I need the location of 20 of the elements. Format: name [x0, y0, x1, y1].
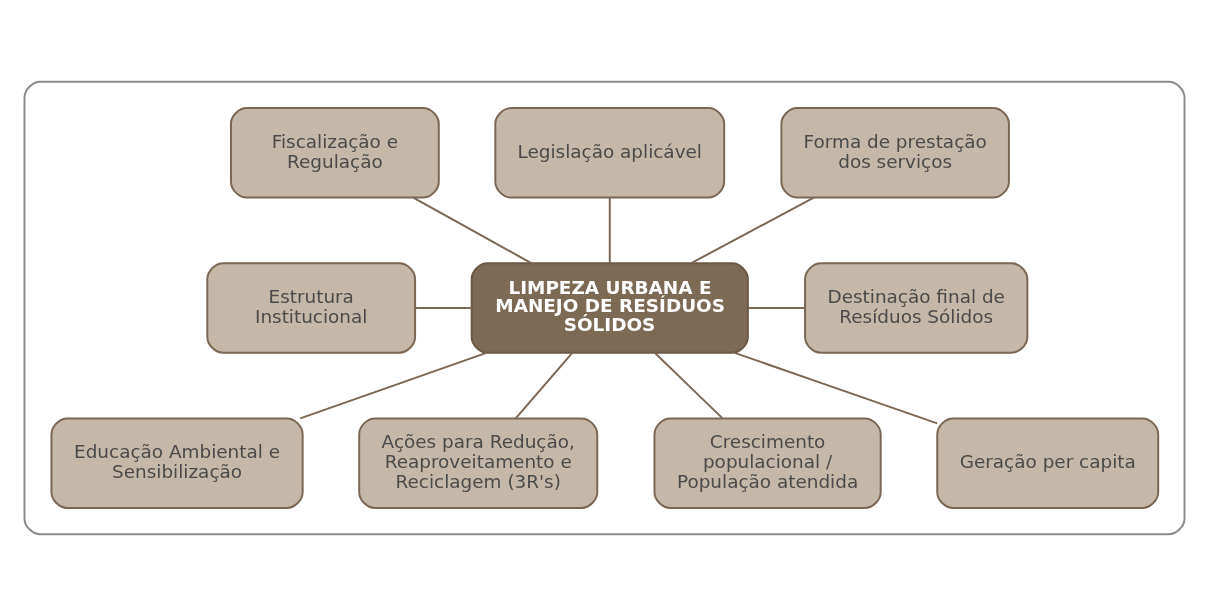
- connector: [747, 307, 806, 309]
- node-box: Geração per capita: [936, 417, 1160, 509]
- node-box: Educação Ambiental e Sensibilização: [50, 417, 304, 509]
- connector: [412, 196, 533, 265]
- connector: [654, 352, 724, 420]
- node-box: Estrutura Institucional: [206, 262, 417, 354]
- connector: [608, 196, 611, 264]
- node-box: Forma de prestação dos serviços: [780, 107, 1010, 199]
- connector: [514, 352, 574, 420]
- connector: [299, 351, 488, 420]
- node-box: Legislação aplicável: [494, 107, 726, 199]
- node-box: Fiscalização e Regulação: [230, 107, 440, 199]
- node-box: Crescimento populacional / População atendida: [653, 417, 882, 509]
- connector: [733, 351, 939, 425]
- connector: [690, 196, 815, 265]
- node-box: Ações para Redução, Reaproveitamento e Reciclagem (3R's): [358, 417, 599, 509]
- connector: [414, 307, 473, 309]
- node-box: LIMPEZA URBANA E MANEJO DE RESÍDUOS SÓLIDOS: [470, 262, 749, 354]
- cluster: [23, 80, 1186, 536]
- node-box: Destinação final de Resíduos Sólidos: [804, 262, 1029, 354]
